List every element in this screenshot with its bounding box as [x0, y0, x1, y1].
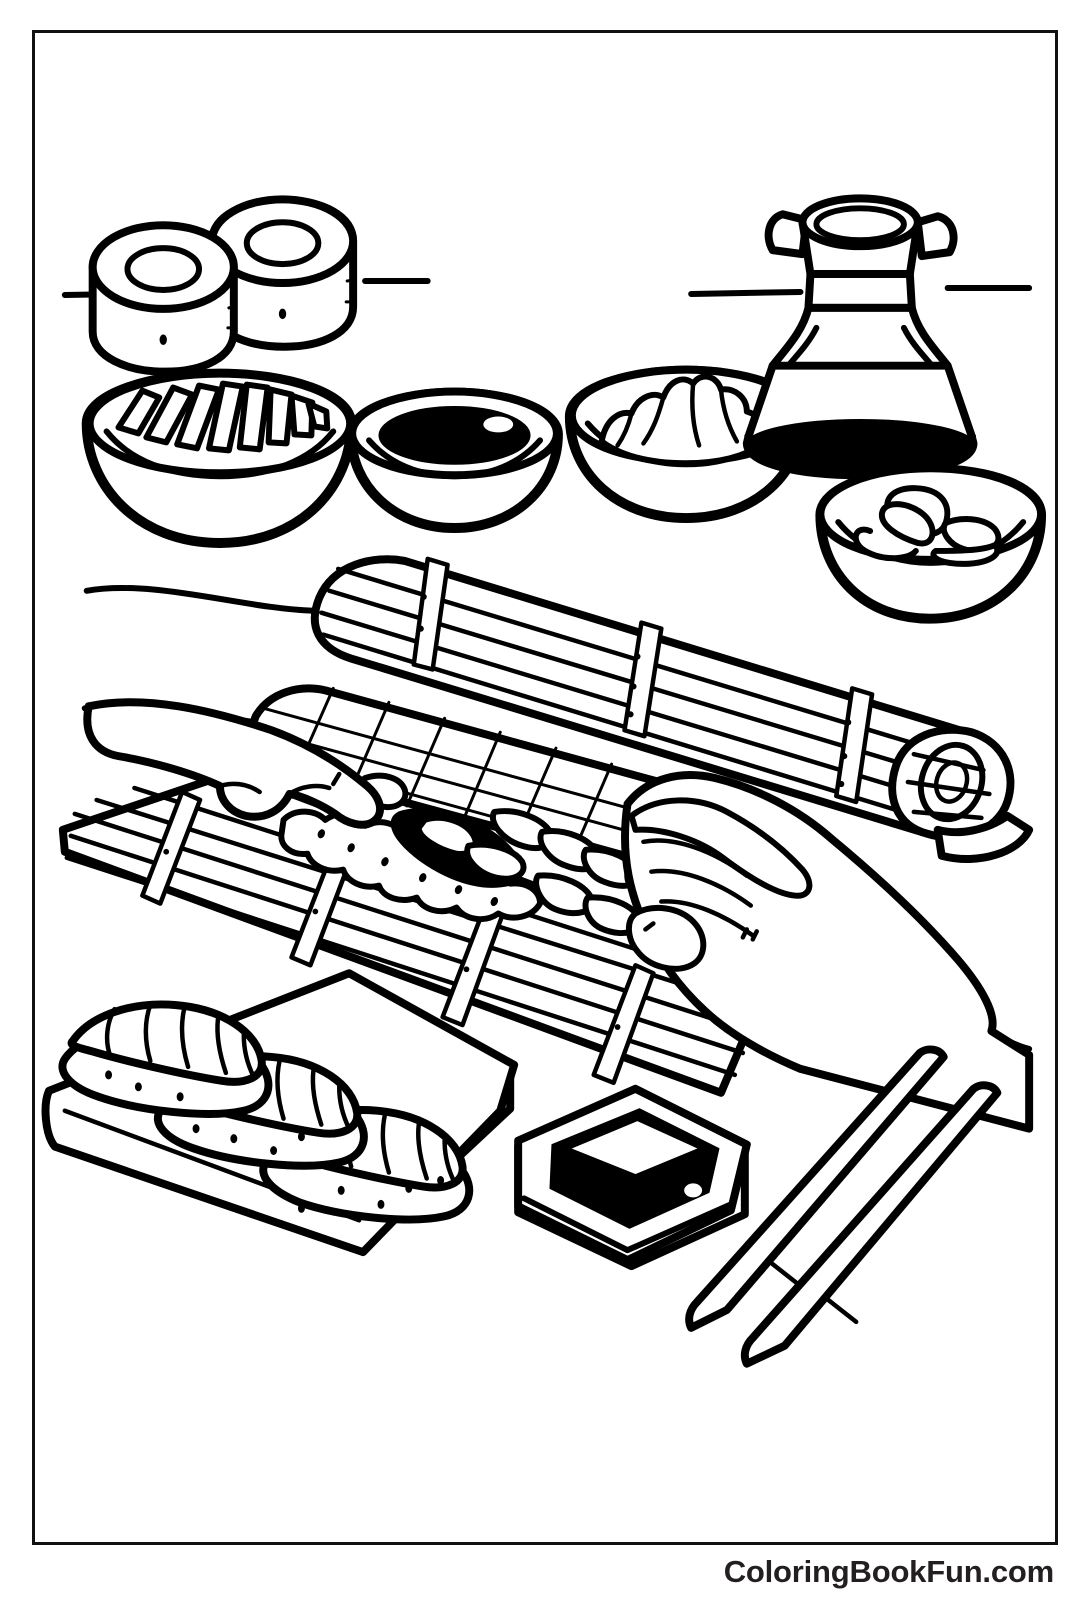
watermark-text: ColoringBookFun.com — [723, 1553, 1054, 1589]
maki-roll-pair — [88, 195, 358, 376]
soy-sauce-bowl — [346, 387, 563, 534]
nigiri-piece — [58, 1000, 273, 1118]
rolled-bamboo-mat — [310, 555, 1034, 863]
soy-dish-square — [514, 1084, 751, 1271]
left-hand — [83, 698, 385, 829]
footer-watermark: ColoringBookFun.com — [0, 1546, 1058, 1596]
wasabi-bowl — [564, 365, 808, 524]
flat-bamboo-mat — [58, 768, 775, 1097]
vegetable-stick-bowl — [81, 368, 357, 548]
soy-sauce-bottle — [742, 194, 978, 480]
coloring-illustration — [41, 194, 1047, 1368]
nigiri-board — [41, 969, 519, 1257]
ginger-bowl — [815, 464, 1047, 624]
artwork-frame — [32, 30, 1058, 1545]
right-hand — [621, 771, 1034, 1133]
chopsticks-pair — [685, 1045, 1002, 1368]
